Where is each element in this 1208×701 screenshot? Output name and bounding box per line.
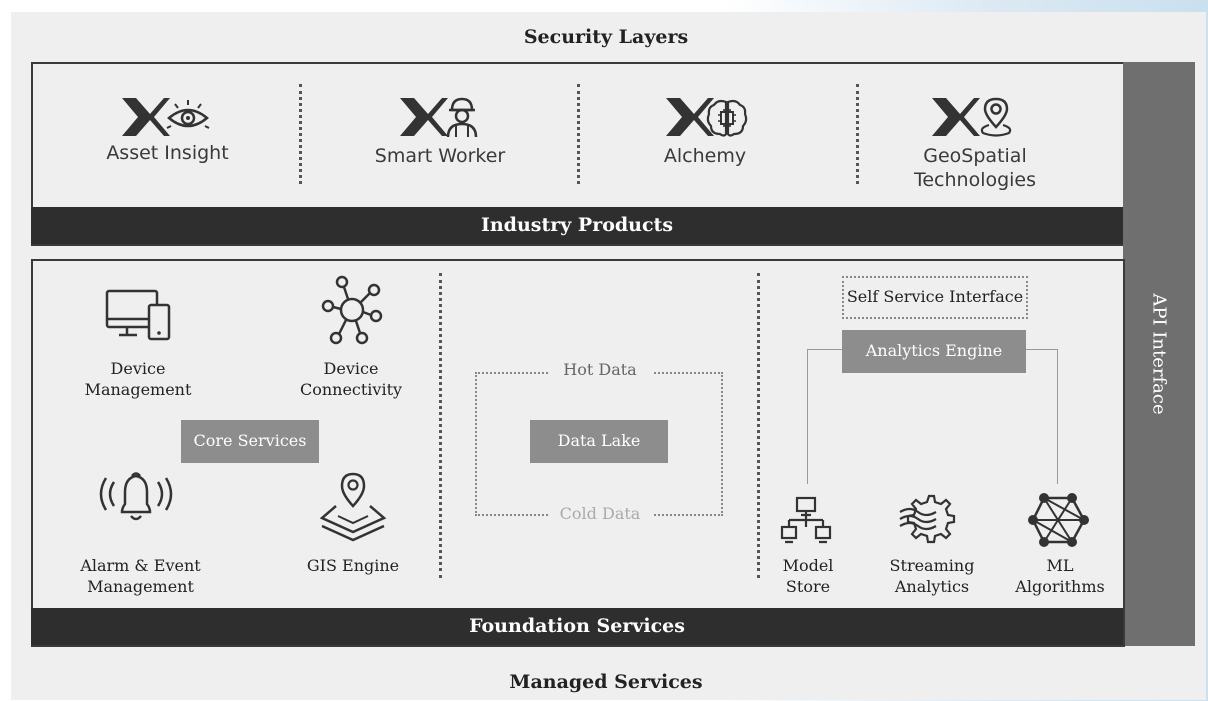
hot-data-label: Hot Data [548, 359, 652, 380]
worker-icon [446, 97, 478, 138]
security-layers-title: Security Layers [523, 26, 689, 48]
model-store-label: Model Store [782, 556, 834, 596]
network-tree-icon [780, 496, 832, 544]
gis-engine-label: GIS Engine [306, 556, 400, 575]
product-label: Alchemy [663, 145, 747, 167]
product-separator [299, 84, 302, 184]
map-pin-layers-icon [319, 472, 387, 542]
x-logo-icon [932, 98, 980, 136]
connector-line [1057, 349, 1058, 484]
x-logo-icon [400, 98, 448, 136]
foundation-services-bar: Foundation Services [31, 608, 1123, 645]
streaming-analytics-label: Streaming Analytics [889, 556, 975, 596]
product-label: Asset Insight [106, 142, 229, 164]
device-connectivity-label: Device Connectivity [299, 359, 403, 399]
self-service-label: Self Service Interface [846, 287, 1024, 306]
api-interface-label: API Interface [1148, 293, 1170, 415]
network-hub-icon [321, 275, 383, 345]
product-separator [856, 84, 859, 184]
connector-line [1026, 349, 1058, 350]
x-logo-icon [666, 98, 714, 136]
product-label: GeoSpatial Technologies [913, 145, 1037, 191]
product-label: Smart Worker [374, 145, 506, 167]
product-separator [577, 84, 580, 184]
connector-line [807, 349, 808, 484]
bell-icon [99, 472, 173, 521]
mesh-network-icon [1028, 493, 1089, 547]
api-interface-bar: API Interface [1123, 62, 1195, 646]
device-management-label: Device Management [84, 359, 192, 399]
alarm-event-label: Alarm & Event Management [80, 556, 201, 596]
brain-chip-icon [706, 99, 748, 137]
analytics-engine-box: Analytics Engine [842, 330, 1026, 373]
column-separator [439, 273, 442, 578]
ml-algorithms-label: ML Algorithms [1015, 556, 1105, 596]
x-logo-icon [122, 98, 170, 136]
gear-wave-icon [899, 494, 956, 544]
connector-line [807, 349, 842, 350]
core-services-box: Core Services [181, 420, 319, 463]
managed-services-title: Managed Services [509, 671, 703, 693]
devices-icon [105, 289, 171, 341]
location-pin-icon [980, 97, 1012, 137]
self-service-frame [842, 276, 1028, 319]
data-lake-box: Data Lake [530, 420, 668, 463]
industry-products-bar: Industry Products [31, 207, 1123, 244]
column-separator [757, 273, 760, 578]
eye-icon [166, 100, 210, 129]
cold-data-label: Cold Data [548, 503, 652, 524]
